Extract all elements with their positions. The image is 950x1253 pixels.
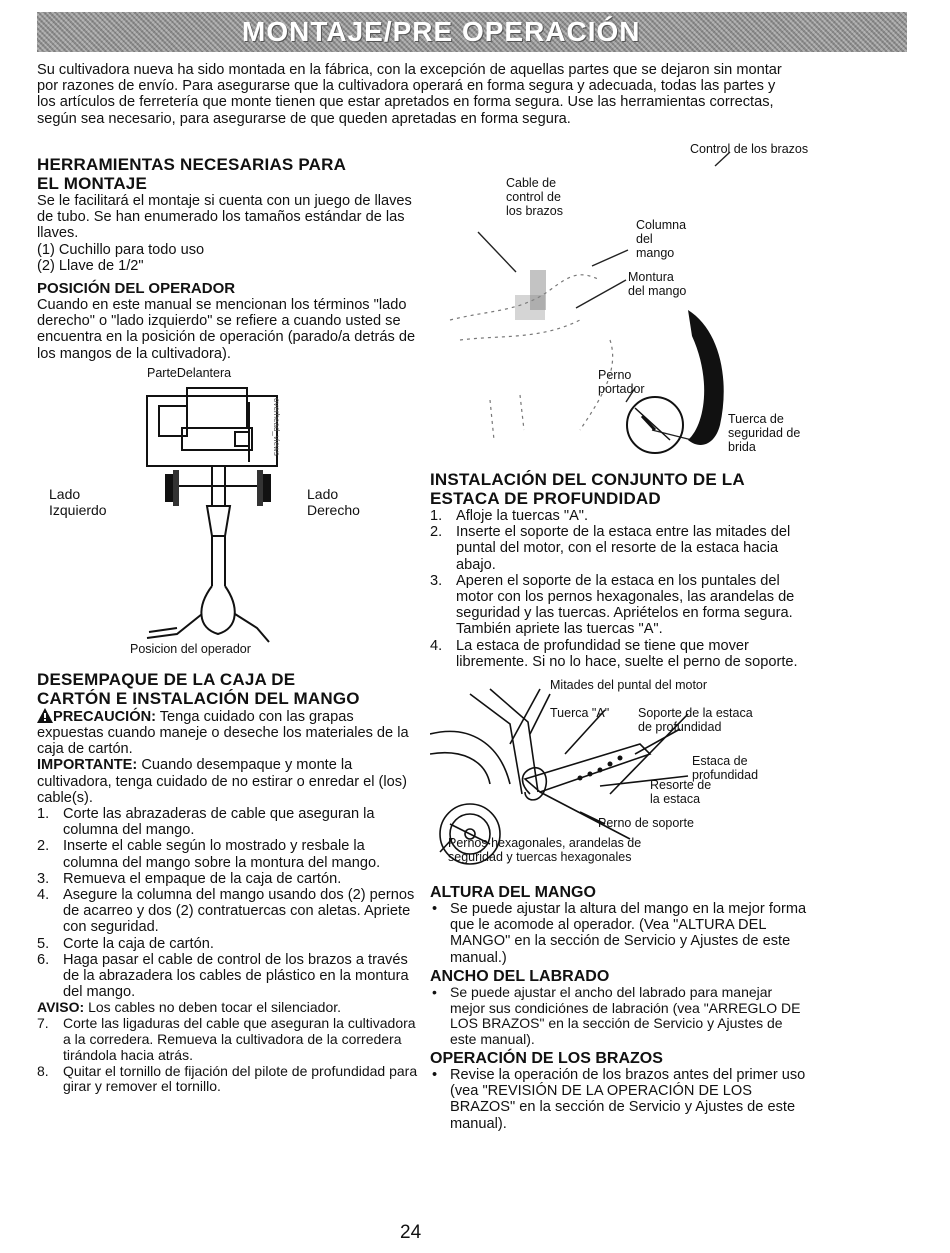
- notice-paragraph: AVISO: Los cables no deben tocar el sile…: [37, 999, 342, 1016]
- tools-item: (1) Cuchillo para todo uso: [37, 241, 205, 258]
- important-paragraph: IMPORTANTE: Cuando desempaque y monte la…: [37, 757, 407, 806]
- list-item: 6.Haga pasar el cable de control de los …: [37, 951, 409, 1001]
- front-label: ParteDelantera: [147, 365, 232, 380]
- right-column: Control de los brazos Cable de control d…: [430, 140, 810, 1132]
- strut-halves-label: Mitades del puntal del motor: [550, 678, 708, 693]
- list-item: 2.Inserte el soporte de la estaca entre …: [430, 524, 791, 573]
- tools-text: Se le facilitará el montaje si cuenta co…: [37, 193, 412, 242]
- list-item: 8.Quitar el tornillo de fijación del pil…: [37, 1062, 418, 1095]
- overhead-views-label: overhead_views: [272, 397, 281, 456]
- unpack-steps: 1.Corte las abrazaderas de cable que ase…: [37, 806, 422, 1000]
- list-item: Revise la operación de los brazos antes …: [430, 1067, 810, 1132]
- list-item: 1.Corte las abrazaderas de cable que ase…: [37, 806, 375, 839]
- nut-a-label: Tuerca "A": [550, 706, 610, 721]
- list-item: 5.Corte la caja de cartón.: [37, 935, 214, 952]
- list-item: 3.Remueva el empaque de la caja de cartó…: [37, 870, 342, 887]
- operator-text: Cuando en este manual se mencionan los t…: [37, 297, 416, 362]
- list-item: Se puede ajustar el ancho del labrado pa…: [430, 984, 810, 1048]
- depth-stake-label: Estaca de profundidad: [692, 754, 759, 783]
- support-bolt-label: Perno de soporte: [598, 816, 694, 831]
- depth-stake-diagram: [430, 688, 689, 865]
- handle-height-heading: ALTURA DEL MANGO: [430, 884, 596, 902]
- right-side-label: Lado Derecho: [307, 485, 360, 518]
- operator-position-figure: ParteDelantera: [37, 366, 422, 666]
- bolt-label: Perno portador: [598, 368, 645, 396]
- list-item: 2.Inserte el cable según lo mostrado y r…: [37, 838, 381, 871]
- handle-height-list: Se puede ajustar la altura del mango en …: [430, 901, 810, 966]
- list-item: 7.Corte las ligaduras del cable que aseg…: [37, 1015, 416, 1063]
- mount-label: Montura del mango: [628, 270, 687, 298]
- handle-mount-figure: Control de los brazos Cable de control d…: [430, 140, 810, 462]
- tools-heading: HERRAMIENTAS NECESARIAS PARA EL MONTAJE: [37, 155, 347, 193]
- cable-label: Cable de control de los brazos: [506, 176, 563, 218]
- stake-support-label: Soporte de la estaca de profundidad: [638, 706, 753, 735]
- list-item: Se puede ajustar la altura del mango en …: [430, 901, 810, 966]
- list-item: 1.Afloje la tuercas "A".: [430, 508, 589, 524]
- control-label: Control de los brazos: [690, 142, 809, 156]
- page-number: 24: [400, 1222, 422, 1243]
- tilling-width-list: Se puede ajustar el ancho del labrado pa…: [430, 984, 810, 1048]
- left-side-label: Lado Izquierdo: [49, 485, 107, 518]
- intro-paragraph: Su cultivadora nueva ha sido montada en …: [37, 62, 782, 127]
- operator-diagram: [146, 386, 278, 643]
- section-banner: MONTAJE/PRE OPERACIÓN: [37, 12, 907, 52]
- stake-spring-label: Resorte de la estaca: [650, 778, 712, 807]
- depth-heading: INSTALACIÓN DEL CONJUNTO DE LA ESTACA DE…: [430, 470, 745, 508]
- unpack-steps-continued: 7.Corte las ligaduras del cable que aseg…: [37, 1015, 422, 1095]
- column-label: Columna del mango: [636, 218, 687, 260]
- caution-paragraph: PRECAUCIÓN: Tenga cuidado con las grapas…: [37, 707, 409, 758]
- list-item: 3.Aperen el soporte de la estaca en los …: [430, 572, 795, 638]
- tilling-width-heading: ANCHO DEL LABRADO: [430, 967, 610, 985]
- warning-icon: [37, 707, 53, 723]
- left-column: HERRAMIENTAS NECESARIAS PARA EL MONTAJE …: [37, 155, 422, 1095]
- tools-item: (2) Llave de 1/2": [37, 257, 144, 274]
- arm-operation-heading: OPERACIÓN DE LOS BRAZOS: [430, 1050, 663, 1068]
- depth-steps: 1.Afloje la tuercas "A". 2.Inserte el so…: [430, 508, 810, 670]
- arm-operation-list: Revise la operación de los brazos antes …: [430, 1067, 810, 1132]
- list-item: 4.Asegure la columna del mango usando do…: [37, 887, 415, 936]
- operator-heading: POSICIÓN DEL OPERADOR: [37, 280, 236, 298]
- depth-stake-figure: Mitades del puntal del motor Tuerca "A" …: [430, 674, 810, 880]
- operator-caption: Posicion del operador: [130, 641, 251, 656]
- handle-mount-diagram: [449, 151, 731, 454]
- list-item: 4.La estaca de profundidad se tiene que …: [430, 637, 798, 670]
- nut-label: Tuerca de seguridad de brida: [728, 412, 801, 454]
- section-title: MONTAJE/PRE OPERACIÓN: [242, 16, 641, 47]
- unpack-heading: DESEMPAQUE DE LA CAJA DE CARTÓN E INSTAL…: [37, 669, 360, 708]
- hex-bolts-label: Pernos hexagonales, arandelas de segurid…: [448, 836, 642, 865]
